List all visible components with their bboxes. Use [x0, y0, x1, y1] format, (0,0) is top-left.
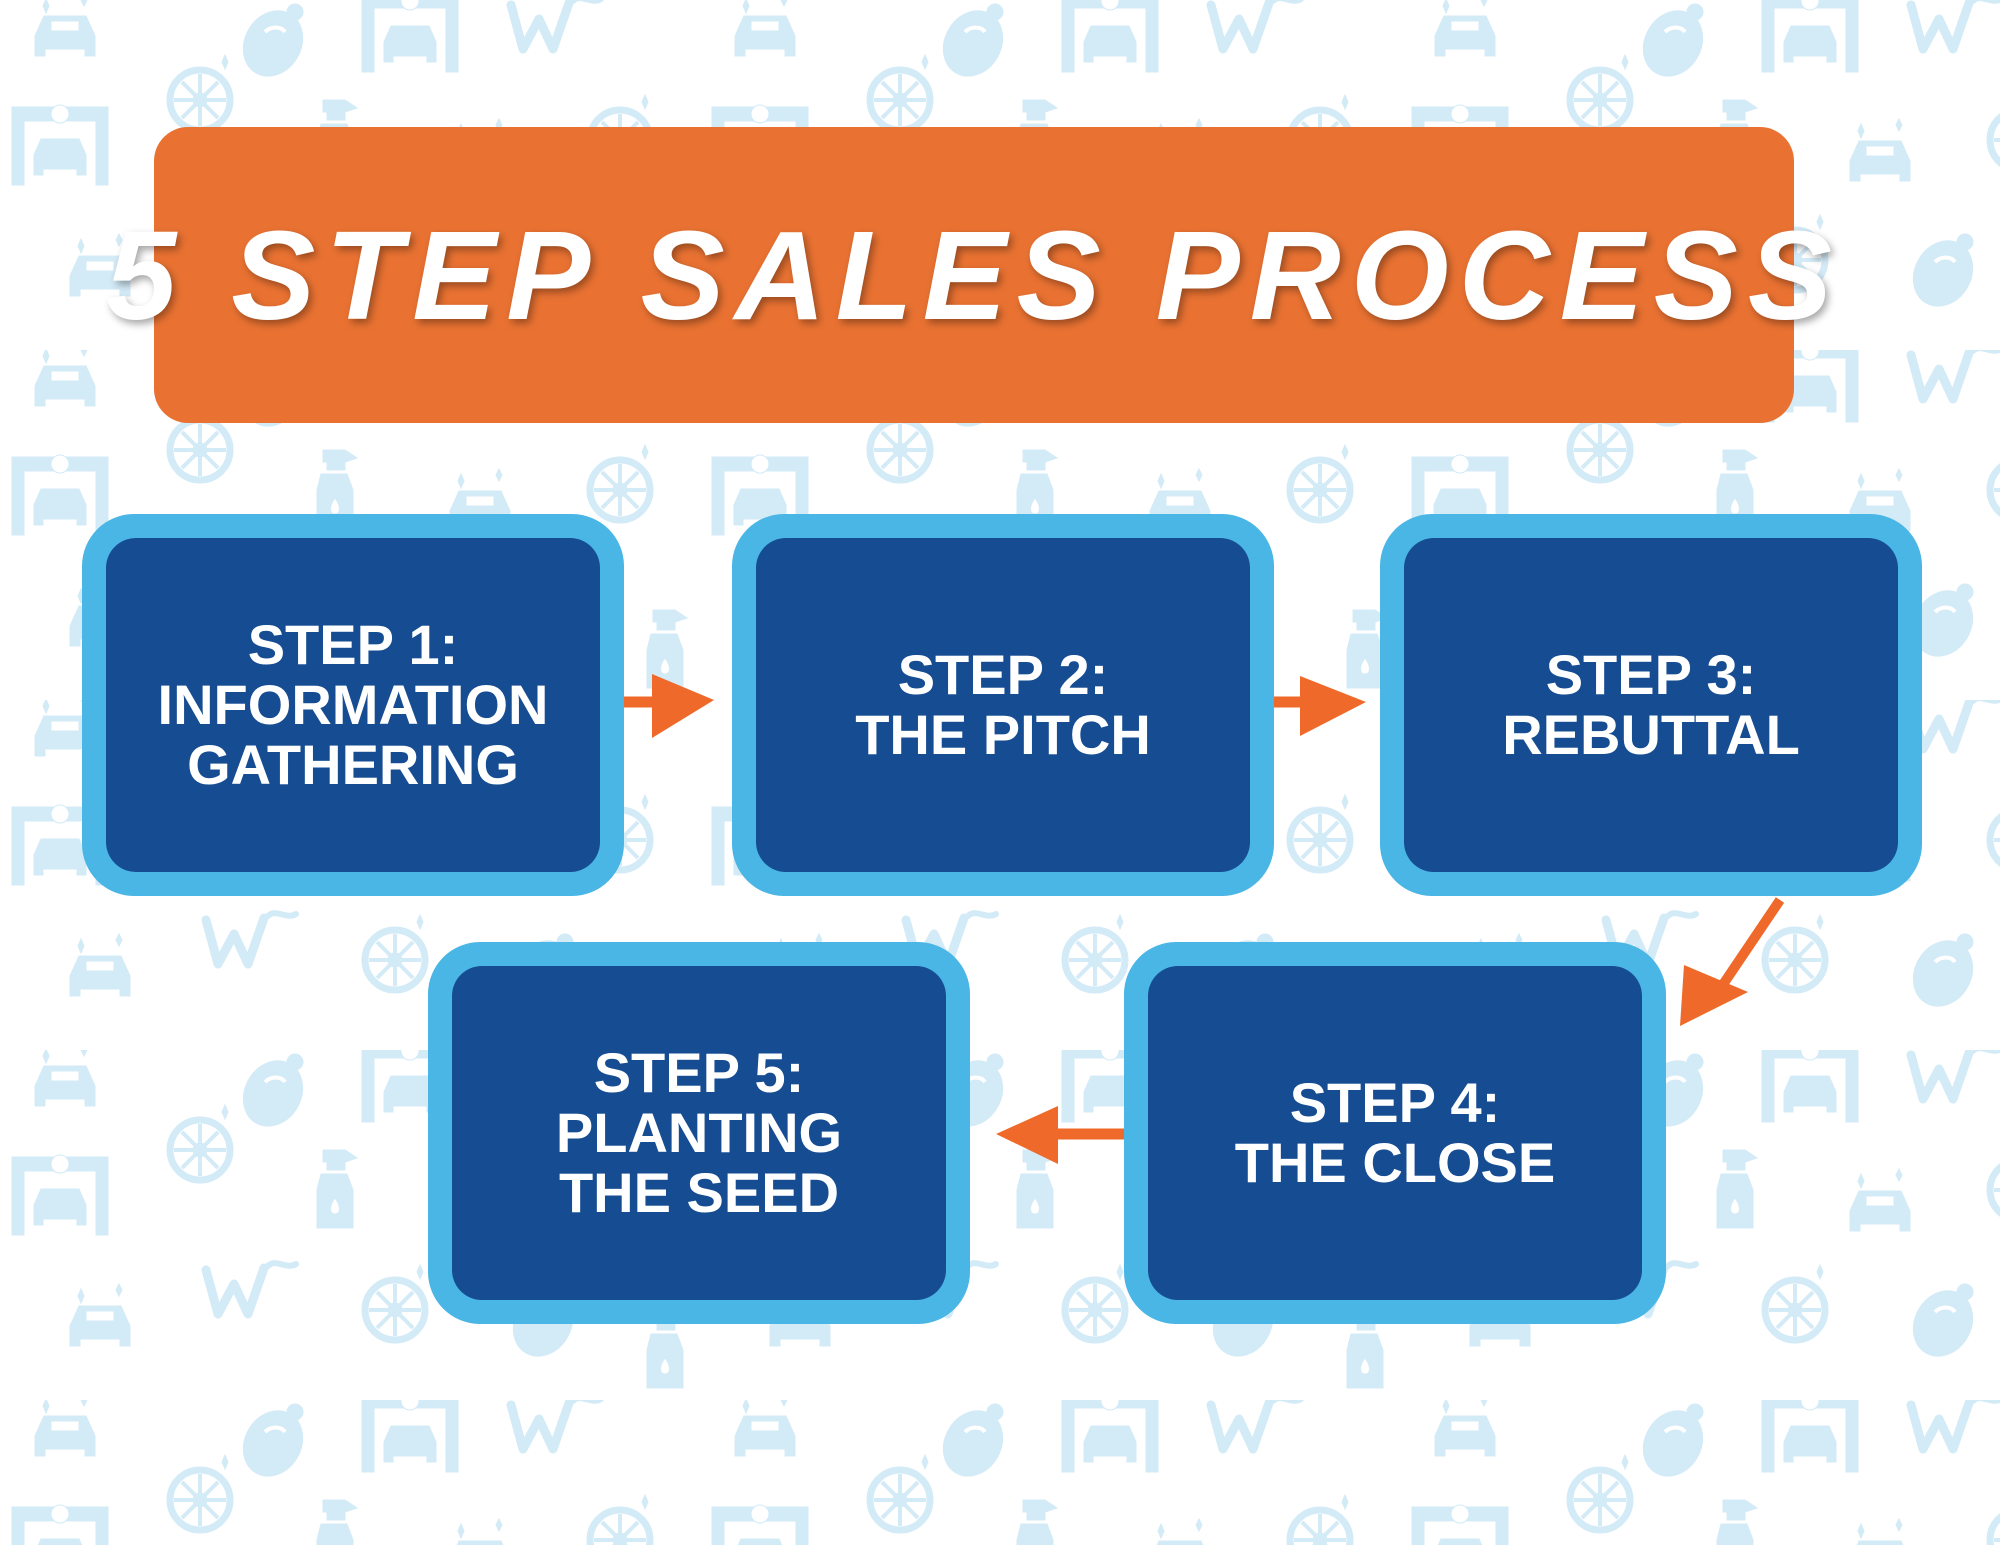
page-title: 5 STEP SALES PROCESS	[106, 204, 1842, 346]
step-5-line-1: PLANTING	[555, 1101, 843, 1164]
title-banner: 5 STEP SALES PROCESS	[106, 127, 1832, 423]
step-1-line-2: GATHERING	[187, 733, 519, 796]
step-1-heading: STEP 1:	[247, 613, 459, 676]
step-5-line-2: THE SEED	[558, 1161, 840, 1224]
step-2-box: STEP 2: THE PITCH	[732, 514, 1274, 896]
step-3-inner: STEP 3: REBUTTAL	[1404, 538, 1898, 872]
step-5-box: STEP 5: PLANTING THE SEED	[428, 942, 970, 1324]
step-4-inner: STEP 4: THE CLOSE	[1148, 966, 1642, 1300]
step-5-heading: STEP 5:	[593, 1041, 805, 1104]
step-5-inner: STEP 5: PLANTING THE SEED	[452, 966, 946, 1300]
step-4-line-1: THE CLOSE	[1234, 1131, 1556, 1194]
step-1-inner: STEP 1: INFORMATION GATHERING	[106, 538, 600, 872]
step-4-box: STEP 4: THE CLOSE	[1124, 942, 1666, 1324]
step-2-line-1: THE PITCH	[855, 703, 1151, 766]
step-1-line-1: INFORMATION	[157, 673, 549, 736]
step-3-line-1: REBUTTAL	[1502, 703, 1800, 766]
step-2-inner: STEP 2: THE PITCH	[756, 538, 1250, 872]
step-3-heading: STEP 3:	[1545, 643, 1757, 706]
step-3-box: STEP 3: REBUTTAL	[1380, 514, 1922, 896]
step-4-heading: STEP 4:	[1289, 1071, 1501, 1134]
step-1-box: STEP 1: INFORMATION GATHERING	[82, 514, 624, 896]
step-2-heading: STEP 2:	[897, 643, 1109, 706]
